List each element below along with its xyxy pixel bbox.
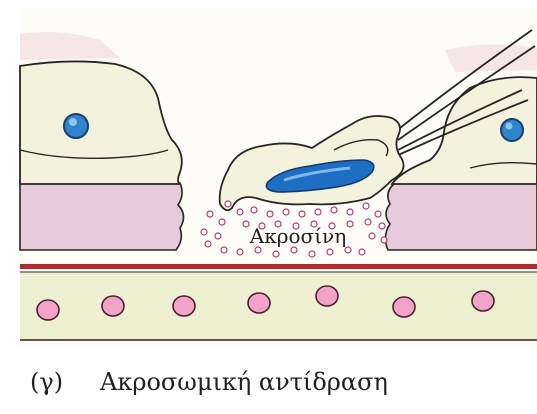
caption-marker: (γ) bbox=[30, 368, 63, 396]
right-cell-nucleus bbox=[501, 119, 523, 141]
membrane-band-right bbox=[385, 183, 537, 250]
red-membrane-line bbox=[20, 264, 537, 269]
left-nucleus-highlight bbox=[69, 118, 77, 126]
membrane-band-left bbox=[20, 183, 184, 250]
lower-cytoplasm-band bbox=[20, 273, 537, 340]
right-nucleus-highlight bbox=[506, 123, 513, 130]
left-cell-nucleus bbox=[64, 114, 88, 138]
caption-text: Ακροσωμική αντίδραση bbox=[99, 368, 388, 396]
acrosin-label: Ακροσίνη bbox=[249, 224, 346, 248]
